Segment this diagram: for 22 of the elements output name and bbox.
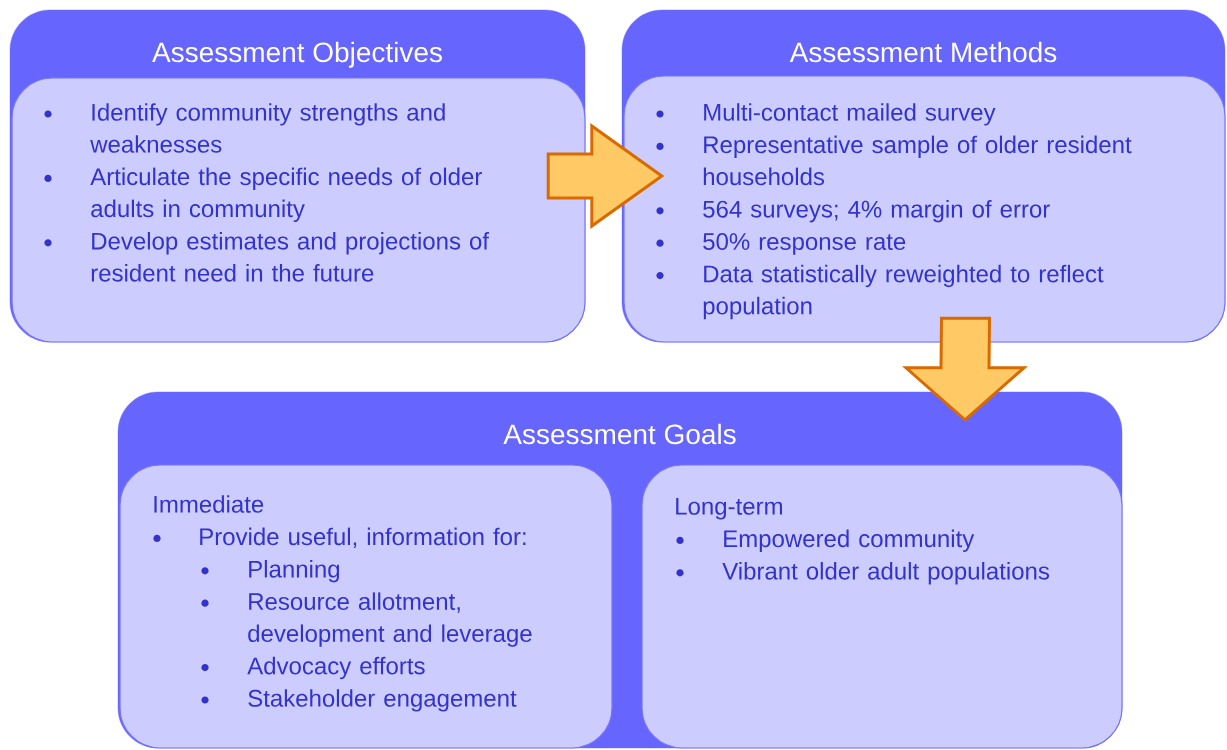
bullet-text: Develop estimates and projections of resident need in the future xyxy=(91,232,490,282)
bullet-text: Stakeholder engagement xyxy=(248,689,517,712)
section-heading: Immediate xyxy=(154,495,264,513)
bullet-text: Resource allotment, development and leverage xyxy=(248,592,532,647)
bullet-text: Articulate the specific needs of older adults in community xyxy=(90,167,482,222)
bullet-text: 564 surveys; 4% margin of error xyxy=(703,200,1050,223)
panel-heading: Assessment Goals xyxy=(503,423,736,445)
bullet-text: Advocacy efforts xyxy=(247,656,425,680)
panel-heading: Assessment Methods xyxy=(789,41,1057,63)
panel-heading: Assessment Objectives xyxy=(152,41,442,68)
bullet-text: Planning xyxy=(249,560,340,583)
bullet-text: Vibrant older adult populations xyxy=(722,562,1050,585)
bullet-text: Representative sample of older resident households xyxy=(703,135,1132,186)
block-arrow xyxy=(902,316,1028,422)
bullet-text: Identify community strengths and weaknesses xyxy=(90,103,445,153)
bullet-text: Provide useful, information for: xyxy=(200,527,526,549)
block-arrow xyxy=(546,123,665,229)
section-heading: Long-term xyxy=(676,498,782,520)
bullet-text: Multi-contact mailed survey xyxy=(704,103,996,126)
bullet-text: Data statistically reweighted to reflect population xyxy=(703,264,1104,320)
bullet-text: 50% response rate xyxy=(703,233,906,255)
bullet-text: Empowered community xyxy=(724,529,975,552)
